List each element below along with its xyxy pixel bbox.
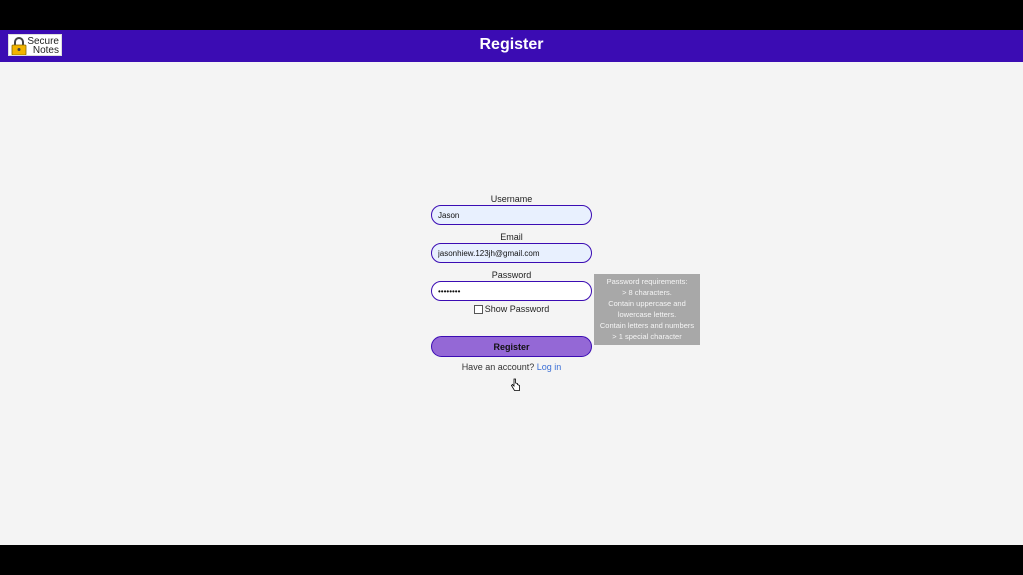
logo-text-secure: Secure bbox=[27, 36, 59, 47]
password-requirements-tooltip: Password requirements: > 8 characters. C… bbox=[594, 274, 700, 345]
password-input[interactable] bbox=[431, 281, 592, 301]
app-window: Secure Notes Register Username Email Pas… bbox=[0, 30, 1023, 545]
header-bar: Secure Notes Register bbox=[0, 30, 1023, 62]
tooltip-line: lowercase letters. bbox=[617, 310, 677, 319]
tooltip-line: Contain letters and numbers bbox=[599, 321, 695, 330]
email-input[interactable] bbox=[431, 243, 592, 263]
username-label: Username bbox=[490, 194, 533, 204]
lock-icon bbox=[11, 37, 27, 55]
tooltip-line: Contain uppercase and bbox=[608, 299, 686, 308]
password-label: Password bbox=[491, 270, 532, 280]
logo-text-notes: Notes bbox=[32, 45, 59, 56]
secure-notes-logo[interactable]: Secure Notes bbox=[8, 34, 62, 56]
have-account-text: Have an account? bbox=[461, 362, 535, 372]
username-input[interactable] bbox=[431, 205, 592, 225]
email-label: Email bbox=[500, 232, 523, 242]
have-account-row: Have an account? Log in bbox=[431, 361, 592, 373]
show-password-checkbox[interactable] bbox=[473, 305, 483, 315]
login-link[interactable]: Log in bbox=[536, 362, 562, 372]
tooltip-line: > 8 characters. bbox=[622, 288, 672, 297]
tooltip-line: Password requirements: bbox=[606, 277, 688, 286]
pointer-cursor-icon bbox=[511, 378, 520, 391]
show-password-row[interactable]: Show Password bbox=[431, 303, 592, 315]
register-form: Username Email Password Show Password Re… bbox=[431, 193, 592, 373]
register-button[interactable]: Register bbox=[431, 336, 592, 357]
page-title: Register bbox=[479, 36, 544, 53]
show-password-label: Show Password bbox=[484, 304, 550, 314]
tooltip-line: > 1 special character bbox=[612, 332, 682, 341]
